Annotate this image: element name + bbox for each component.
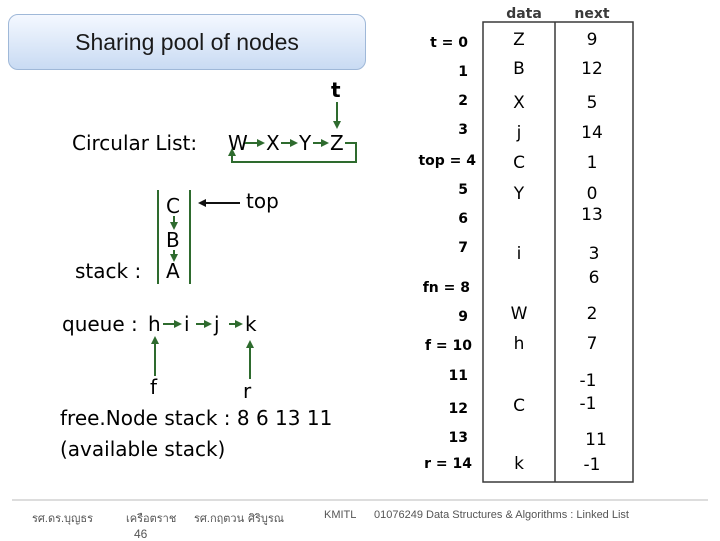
stack-item-a: A bbox=[166, 259, 180, 283]
data-cell: B bbox=[513, 59, 525, 79]
next-cell: -1 bbox=[579, 371, 597, 391]
row-index: top = 4 bbox=[418, 153, 476, 169]
table-grid bbox=[482, 21, 634, 483]
next-cell: 1 bbox=[586, 153, 598, 173]
row-index: 11 bbox=[448, 368, 468, 384]
stack-item-c: C bbox=[166, 194, 180, 218]
next-cell: 11 bbox=[585, 430, 607, 450]
row-index: 5 bbox=[458, 182, 468, 198]
data-cell: W bbox=[510, 304, 528, 324]
row-index: 7 bbox=[458, 240, 468, 256]
stack-label: stack : bbox=[75, 259, 142, 283]
queue-arrows bbox=[151, 320, 254, 379]
table-outer-border bbox=[482, 21, 634, 483]
next-cell: 9 bbox=[586, 30, 598, 50]
queue-item-j: j bbox=[214, 312, 220, 336]
footer-course: 01076249 Data Structures & Algorithms : … bbox=[374, 509, 629, 521]
row-index: 6 bbox=[458, 211, 468, 227]
circular-node-y: Y bbox=[299, 131, 312, 155]
data-cell: C bbox=[513, 396, 525, 416]
next-cell: 7 bbox=[586, 334, 598, 354]
row-index: 13 bbox=[448, 430, 468, 446]
data-cell: Y bbox=[513, 184, 525, 204]
row-index: 3 bbox=[458, 122, 468, 138]
data-cell: j bbox=[516, 123, 522, 143]
row-index: r = 14 bbox=[424, 456, 472, 472]
data-cell: X bbox=[513, 93, 525, 113]
queue-item-h: h bbox=[148, 312, 161, 336]
page-number: 46 bbox=[134, 527, 148, 541]
table-header-data: data bbox=[506, 6, 542, 22]
queue-item-i: i bbox=[184, 312, 190, 336]
row-index: 1 bbox=[458, 64, 468, 80]
row-index: 9 bbox=[458, 309, 468, 325]
next-cell: 12 bbox=[581, 59, 603, 79]
footer-author-2: รศ.กฤตวน bbox=[194, 513, 245, 525]
footer-author-1: รศ.ดร.บุญธร bbox=[32, 513, 94, 525]
circular-node-x: X bbox=[266, 131, 280, 155]
row-index: fn = 8 bbox=[422, 280, 470, 296]
arrow-z-to-w bbox=[228, 142, 357, 163]
next-cell: 5 bbox=[586, 93, 598, 113]
queue-label: queue : bbox=[62, 312, 138, 336]
next-cell: -1 bbox=[579, 394, 597, 414]
top-pointer-label: top bbox=[246, 189, 279, 213]
next-cell: 3 bbox=[588, 244, 600, 264]
free-node-stack: free.Node stack : 8 6 13 11 bbox=[60, 406, 333, 430]
next-cell: 2 bbox=[586, 304, 598, 324]
circular-node-z: Z bbox=[330, 131, 344, 155]
data-cell: C bbox=[513, 153, 525, 173]
queue-item-k: k bbox=[245, 312, 257, 336]
next-cell: 6 bbox=[588, 268, 600, 288]
stack-graphics bbox=[157, 190, 191, 284]
tail-pointer-t: t bbox=[331, 78, 341, 102]
data-cell: i bbox=[516, 244, 522, 264]
slide-title: Sharing pool of nodes bbox=[8, 14, 366, 70]
next-cell: 13 bbox=[581, 205, 603, 225]
data-cell: h bbox=[513, 334, 525, 354]
row-index: 12 bbox=[448, 401, 468, 417]
available-stack-note: (available stack) bbox=[60, 437, 226, 461]
stack-item-b: B bbox=[166, 228, 180, 252]
next-cell: 0 bbox=[586, 184, 598, 204]
next-cell: -1 bbox=[583, 455, 601, 475]
table-header-next: next bbox=[574, 6, 610, 22]
footer-author-1-surname: เครือตราช bbox=[126, 513, 177, 525]
rear-pointer-r: r bbox=[243, 379, 252, 403]
next-cell: 14 bbox=[581, 123, 603, 143]
row-index: t = 0 bbox=[430, 35, 468, 51]
row-index: f = 10 bbox=[424, 338, 472, 354]
front-pointer-f: f bbox=[150, 375, 158, 399]
footer-org: KMITL bbox=[324, 509, 357, 521]
circular-list-arrows bbox=[228, 102, 357, 163]
row-index: 2 bbox=[458, 93, 468, 109]
data-cell: Z bbox=[513, 30, 525, 50]
circular-list-label: Circular List: bbox=[72, 131, 198, 155]
data-cell: k bbox=[514, 454, 524, 474]
footer-author-2-surname: ศิริบูรณ bbox=[248, 513, 284, 525]
